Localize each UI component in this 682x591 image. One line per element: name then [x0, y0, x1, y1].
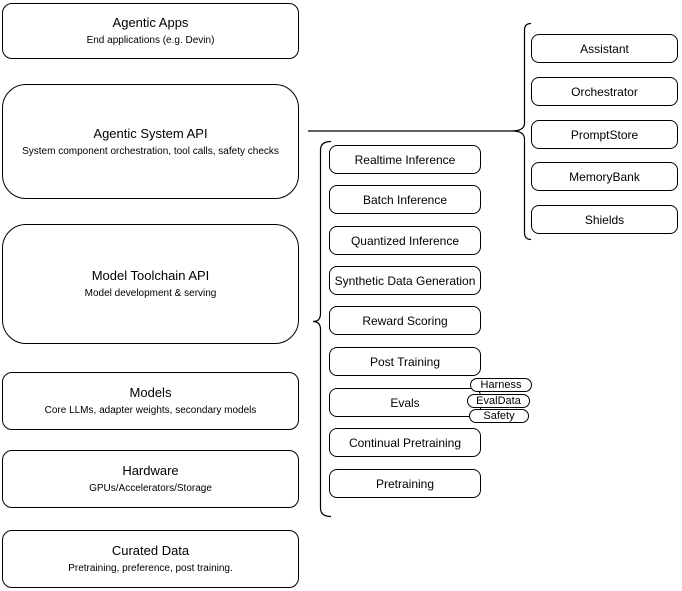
- node-synthetic-data-generation: Synthetic Data Generation: [329, 266, 481, 295]
- node-title: Models: [129, 385, 172, 400]
- node-shields: Shields: [531, 205, 678, 234]
- node-title: Agentic System API: [93, 125, 208, 141]
- node-hardware: Hardware GPUs/Accelerators/Storage: [2, 450, 299, 508]
- node-orchestrator: Orchestrator: [531, 77, 678, 106]
- node-promptstore: PromptStore: [531, 120, 678, 149]
- node-continual-pretraining: Continual Pretraining: [329, 428, 481, 457]
- node-assistant: Assistant: [531, 34, 678, 63]
- node-pretraining: Pretraining: [329, 469, 481, 498]
- node-reward-scoring: Reward Scoring: [329, 306, 481, 335]
- node-title: Model Toolchain API: [91, 268, 210, 283]
- node-title: Hardware: [122, 463, 179, 478]
- node-subtitle: Pretraining, preference, post training.: [68, 563, 233, 574]
- node-subtitle: Model development & serving: [84, 288, 217, 299]
- node-curated-data: Curated Data Pretraining, preference, po…: [2, 530, 299, 588]
- node-subtitle: GPUs/Accelerators/Storage: [89, 483, 212, 494]
- node-title: Agentic Apps: [112, 15, 189, 30]
- node-models: Models Core LLMs, adapter weights, secon…: [2, 372, 299, 430]
- node-agentic-apps: Agentic Apps End applications (e.g. Devi…: [2, 3, 299, 59]
- node-quantized-inference: Quantized Inference: [329, 226, 481, 255]
- node-post-training: Post Training: [329, 347, 481, 376]
- node-subtitle: Core LLMs, adapter weights, secondary mo…: [44, 405, 257, 416]
- tag-safety: Safety: [469, 409, 529, 423]
- node-agentic-system-api: Agentic System API System component orch…: [2, 84, 299, 199]
- node-title: Curated Data: [111, 543, 190, 558]
- node-evals: Evals: [329, 388, 481, 417]
- node-model-toolchain-api: Model Toolchain API Model development & …: [2, 224, 299, 344]
- tag-evaldata: EvalData: [467, 394, 530, 408]
- tag-harness: Harness: [470, 378, 532, 392]
- node-subtitle: System component orchestration, tool cal…: [22, 145, 279, 157]
- agentic-components-brace: [511, 22, 532, 241]
- node-subtitle: End applications (e.g. Devin): [86, 35, 215, 46]
- node-realtime-inference: Realtime Inference: [329, 145, 481, 174]
- node-memorybank: MemoryBank: [531, 162, 678, 191]
- node-batch-inference: Batch Inference: [329, 185, 481, 214]
